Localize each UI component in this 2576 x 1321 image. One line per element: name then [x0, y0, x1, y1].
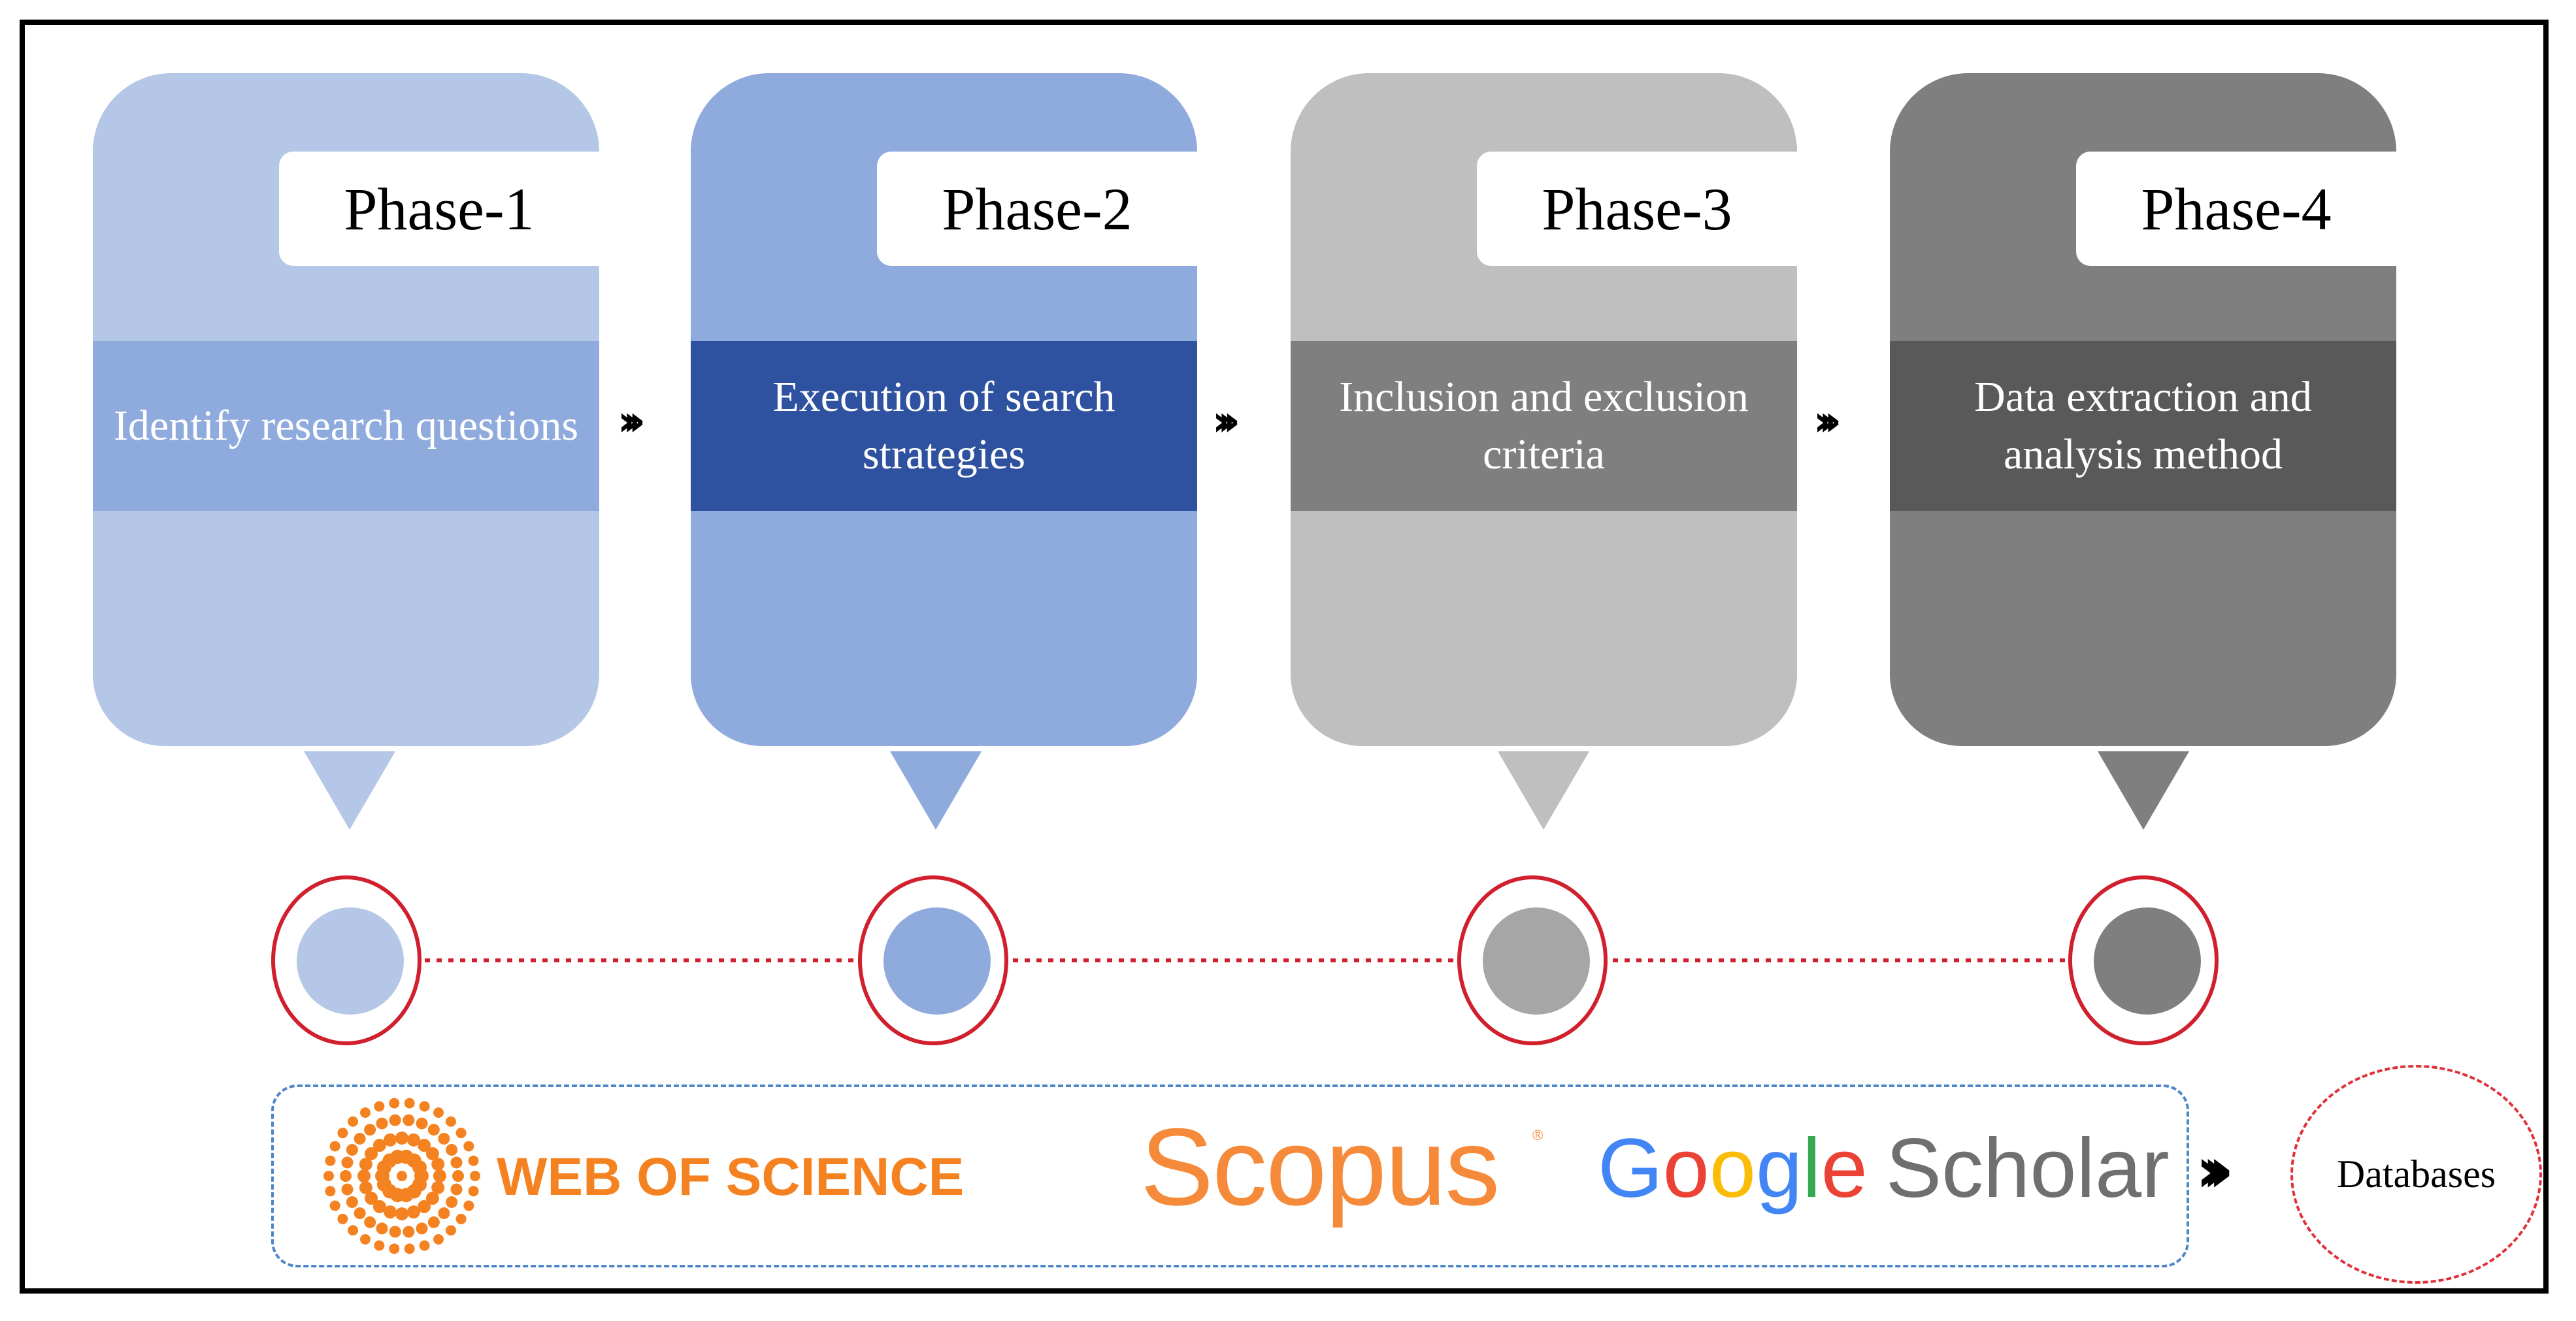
phase-card-1: Phase-1 Identify research questions [93, 73, 599, 746]
google-letter: o [1662, 1122, 1709, 1215]
timeline-dot-4 [2094, 907, 2201, 1015]
google-letter: G [1598, 1122, 1663, 1215]
timeline-dot-1 [297, 907, 404, 1015]
phase-description-4: Data extraction and analysis method [1890, 341, 2396, 511]
phase-card-3: Phase-3 Inclusion and exclusion criteria [1291, 73, 1797, 746]
phase-card-2: Phase-2 Execution of search strategies [691, 73, 1197, 746]
phase-description-3: Inclusion and exclusion criteria [1291, 341, 1797, 511]
triple-chevron-icon: ››› [2196, 1133, 2234, 1207]
web-of-science-logo-icon [323, 1098, 480, 1254]
timeline-node-3 [1457, 875, 1608, 1045]
google-letter: g [1755, 1122, 1803, 1215]
phase-title-2: Phase-2 [877, 152, 1197, 266]
phase-description-1: Identify research questions [93, 341, 599, 511]
pointer-triangle-4 [2098, 751, 2189, 830]
phase-card-4: Phase-4 Data extraction and analysis met… [1890, 73, 2396, 746]
google-letter: e [1821, 1122, 1868, 1215]
google-letter: l [1802, 1122, 1821, 1215]
phase-title-3: Phase-3 [1477, 152, 1797, 266]
timeline-node-1 [271, 875, 421, 1045]
scopus-registered-mark: ® [1532, 1127, 1544, 1143]
databases-circle: Databases [2290, 1065, 2542, 1284]
phase-title-1: Phase-1 [279, 152, 599, 266]
databases-label: Databases [2336, 1152, 2496, 1196]
timeline-node-4 [2068, 875, 2219, 1045]
scholar-wordmark: Scholar [1885, 1122, 2170, 1215]
timeline-dot-2 [883, 907, 991, 1015]
google-letter: o [1709, 1122, 1756, 1215]
web-of-science-label: WEB OF SCIENCE [497, 1147, 965, 1207]
phase-title-4: Phase-4 [2076, 152, 2396, 266]
databases-box [271, 1085, 2189, 1267]
phase-description-2: Execution of search strategies [691, 341, 1197, 511]
timeline-dot-3 [1483, 907, 1590, 1015]
pointer-triangle-1 [304, 751, 395, 830]
pointer-triangle-3 [1498, 751, 1589, 830]
pointer-triangle-2 [890, 751, 982, 830]
scopus-label: Scopus [1140, 1105, 1500, 1228]
google-wordmark: Google [1598, 1122, 1868, 1215]
timeline-node-2 [858, 875, 1008, 1045]
